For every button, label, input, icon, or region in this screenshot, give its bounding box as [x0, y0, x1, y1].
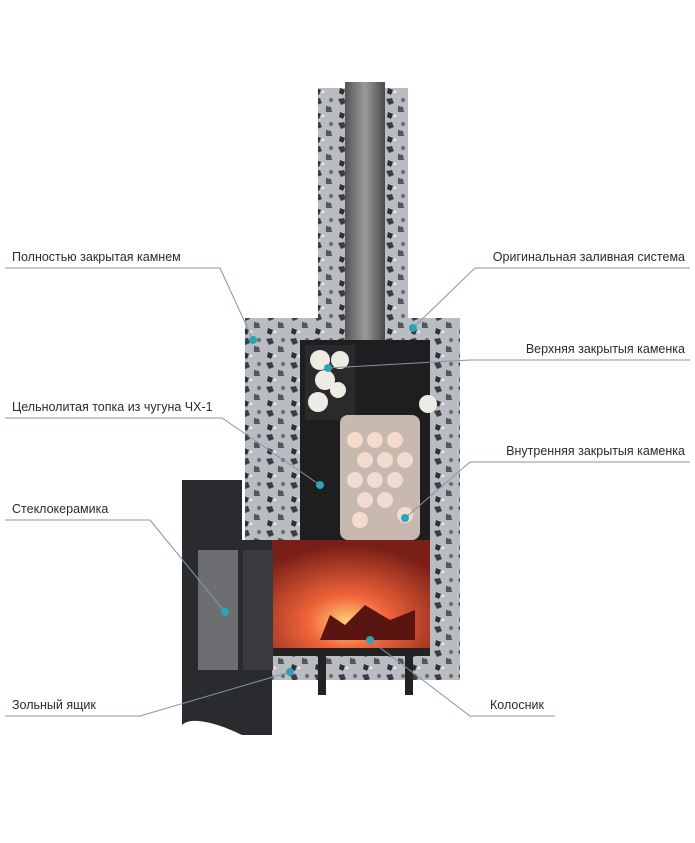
- stove-legs: [318, 655, 413, 695]
- label-cast-firebox: Цельнолитая топка из чугуна ЧХ-1: [12, 400, 213, 414]
- label-glass-ceramic: Стеклокерамика: [12, 502, 109, 516]
- label-grate: Колосник: [490, 698, 544, 712]
- chimney-pipe: [345, 82, 385, 382]
- label-water-system: Оригинальная заливная система: [492, 250, 685, 264]
- grate-bar: [270, 648, 430, 656]
- cast-iron-door: [182, 480, 273, 735]
- leader-lines: [5, 267, 690, 717]
- callout-dots: [221, 324, 417, 676]
- label-ash-box: Зольный ящик: [12, 698, 96, 712]
- upper-stones: [308, 350, 437, 413]
- label-inner-heater: Внутренняя закрытыя каменка: [506, 444, 685, 458]
- label-upper-heater: Верхняя закрытыя каменка: [525, 342, 685, 356]
- label-stone-clad: Полностью закрытая камнем: [12, 250, 181, 264]
- logs: [300, 605, 415, 640]
- inner-stones: [347, 432, 413, 528]
